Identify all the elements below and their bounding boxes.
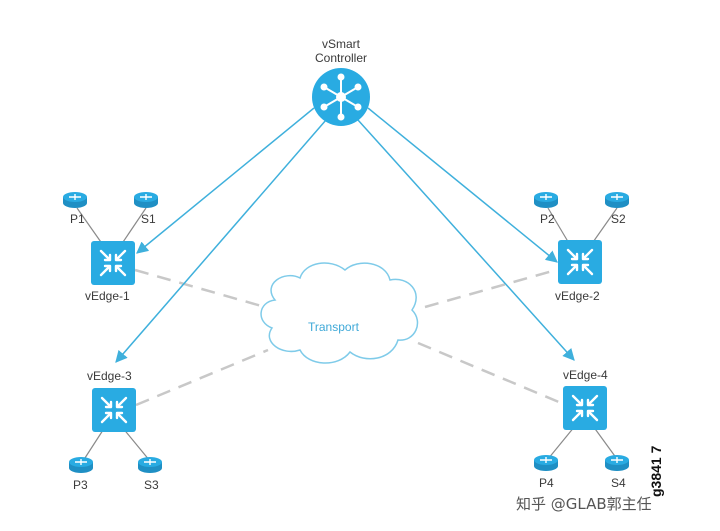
router-icon <box>138 457 162 473</box>
transport-link-vedge-1 <box>134 268 266 309</box>
vedge-3-label: vEdge-3 <box>87 369 132 383</box>
router-icon <box>63 192 87 208</box>
router-icon <box>69 457 93 473</box>
control-links <box>115 107 575 363</box>
router-icon <box>134 192 158 208</box>
control-link-vedge-4 <box>357 119 575 361</box>
vedge-2-label: vEdge-2 <box>555 289 600 303</box>
cloud-label: Transport <box>308 320 359 334</box>
control-link-vedge-1 <box>136 107 315 254</box>
watermark: 知乎 @GLAB郭主任 <box>516 495 652 513</box>
controller-label: vSmart Controller <box>286 37 396 65</box>
router-label-s2: S2 <box>611 212 626 226</box>
router-icon <box>534 192 558 208</box>
router-label-p4: P4 <box>539 476 554 490</box>
vedge-4-label: vEdge-4 <box>563 368 608 382</box>
router-label-p3: P3 <box>73 478 88 492</box>
controller-label-line1: vSmart <box>321 37 360 51</box>
router-label-s3: S3 <box>144 478 159 492</box>
transport-link-vedge-3 <box>135 348 269 407</box>
transport-cloud <box>260 262 419 364</box>
router-icon <box>605 455 629 471</box>
router-links <box>76 207 618 462</box>
router-icon <box>534 455 558 471</box>
vedge-icons <box>91 240 607 432</box>
vedge-1-label: vEdge-1 <box>85 289 130 303</box>
control-link-vedge-3 <box>115 119 327 363</box>
router-icons <box>63 192 629 473</box>
hub-icon <box>312 68 370 126</box>
control-link-vedge-2 <box>367 107 558 263</box>
switch-icon <box>91 241 135 285</box>
transport-link-vedge-4 <box>417 341 567 407</box>
transport-links <box>134 268 567 407</box>
switch-icon <box>563 386 607 430</box>
router-label-s4: S4 <box>611 476 626 490</box>
router-label-p1: P1 <box>70 212 85 226</box>
router-label-s1: S1 <box>141 212 156 226</box>
figure-id: g3841 7 <box>648 445 664 497</box>
router-icon <box>605 192 629 208</box>
transport-link-vedge-2 <box>424 268 557 309</box>
switch-icon <box>558 240 602 284</box>
switch-icon <box>92 388 136 432</box>
router-label-p2: P2 <box>540 212 555 226</box>
controller-label-line2: Controller <box>314 51 368 65</box>
